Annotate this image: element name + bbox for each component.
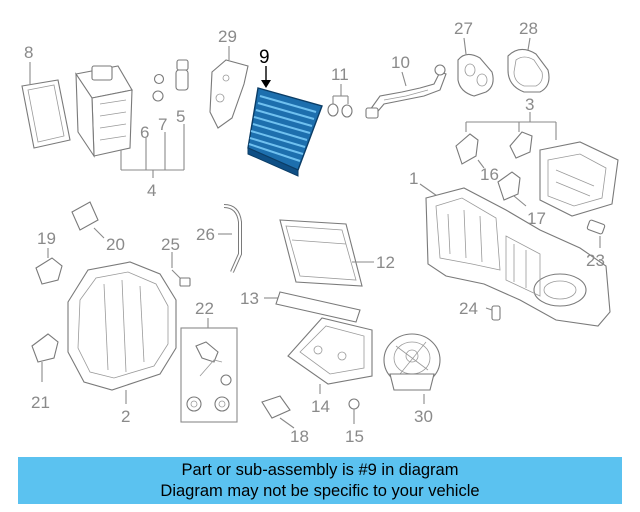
callout-8: 8	[24, 43, 33, 62]
part-18-drawing	[261, 395, 295, 429]
part-9-cabin-filter-drawing	[247, 66, 323, 177]
callout-10: 10	[391, 53, 410, 72]
part-11-drawing	[327, 84, 353, 118]
part-30-drawing	[383, 333, 441, 404]
callout-1: 1	[409, 169, 418, 188]
callout-27: 27	[454, 19, 473, 38]
part-29-drawing	[209, 46, 249, 129]
callout-28: 28	[519, 19, 538, 38]
callout-2: 2	[121, 407, 130, 426]
part-13-drawing	[264, 291, 361, 323]
part-25-drawing	[171, 252, 191, 287]
callout-11: 11	[331, 65, 349, 84]
callout-19: 19	[37, 229, 56, 248]
callout-5: 5	[176, 107, 185, 126]
callout-14: 14	[311, 397, 330, 416]
callout-12: 12	[376, 253, 395, 272]
callout-17: 17	[527, 209, 546, 228]
part-1-housing-drawing	[419, 183, 611, 327]
callout-9-highlighted: 9	[259, 47, 270, 68]
part-10-drawing	[365, 64, 447, 119]
part-28-drawing	[507, 37, 550, 93]
callout-30: 30	[414, 407, 433, 426]
part-evaporator-drawing	[75, 59, 189, 178]
part-26-drawing	[218, 204, 242, 273]
callout-21: 21	[31, 393, 50, 412]
part-14-drawing	[287, 317, 373, 394]
part-22-drawing	[180, 318, 238, 423]
part-2-housing-drawing	[67, 261, 177, 404]
callout-15: 15	[345, 427, 364, 446]
callout-13: 13	[240, 289, 259, 308]
part-21-drawing	[31, 333, 59, 382]
parts-diagram: 8 6 7 5 4 29 9 11 10 27 28 3 16 17 1 23 …	[21, 19, 619, 446]
callout-16: 16	[480, 165, 499, 184]
callout-18: 18	[290, 427, 309, 446]
banner-line-1: Part or sub-assembly is #9 in diagram	[181, 461, 459, 479]
callout-labels: 8 6 7 5 4 29 9 11 10 27 28 3 16 17 1 23 …	[24, 19, 605, 446]
banner-line-2: Diagram may not be specific to your vehi…	[160, 482, 480, 500]
part-15-drawing	[348, 398, 360, 424]
part-20-drawing	[71, 201, 105, 239]
callout-20: 20	[106, 235, 125, 254]
part-3-drawing	[455, 112, 619, 217]
part-12-drawing	[279, 219, 374, 287]
part-19-drawing	[35, 248, 63, 285]
callout-23: 23	[586, 251, 605, 270]
info-banner: Part or sub-assembly is #9 in diagram Di…	[18, 457, 622, 504]
callout-29: 29	[218, 27, 237, 46]
callout-24: 24	[459, 299, 478, 318]
callout-4: 4	[147, 181, 156, 200]
callout-6: 6	[140, 123, 149, 142]
callout-22: 22	[195, 299, 214, 318]
callout-26: 26	[196, 225, 215, 244]
part-27-drawing	[457, 37, 494, 97]
callout-7: 7	[158, 115, 167, 134]
part-8-drawing	[21, 62, 71, 149]
callout-25: 25	[161, 235, 180, 254]
callout-3: 3	[525, 95, 534, 114]
